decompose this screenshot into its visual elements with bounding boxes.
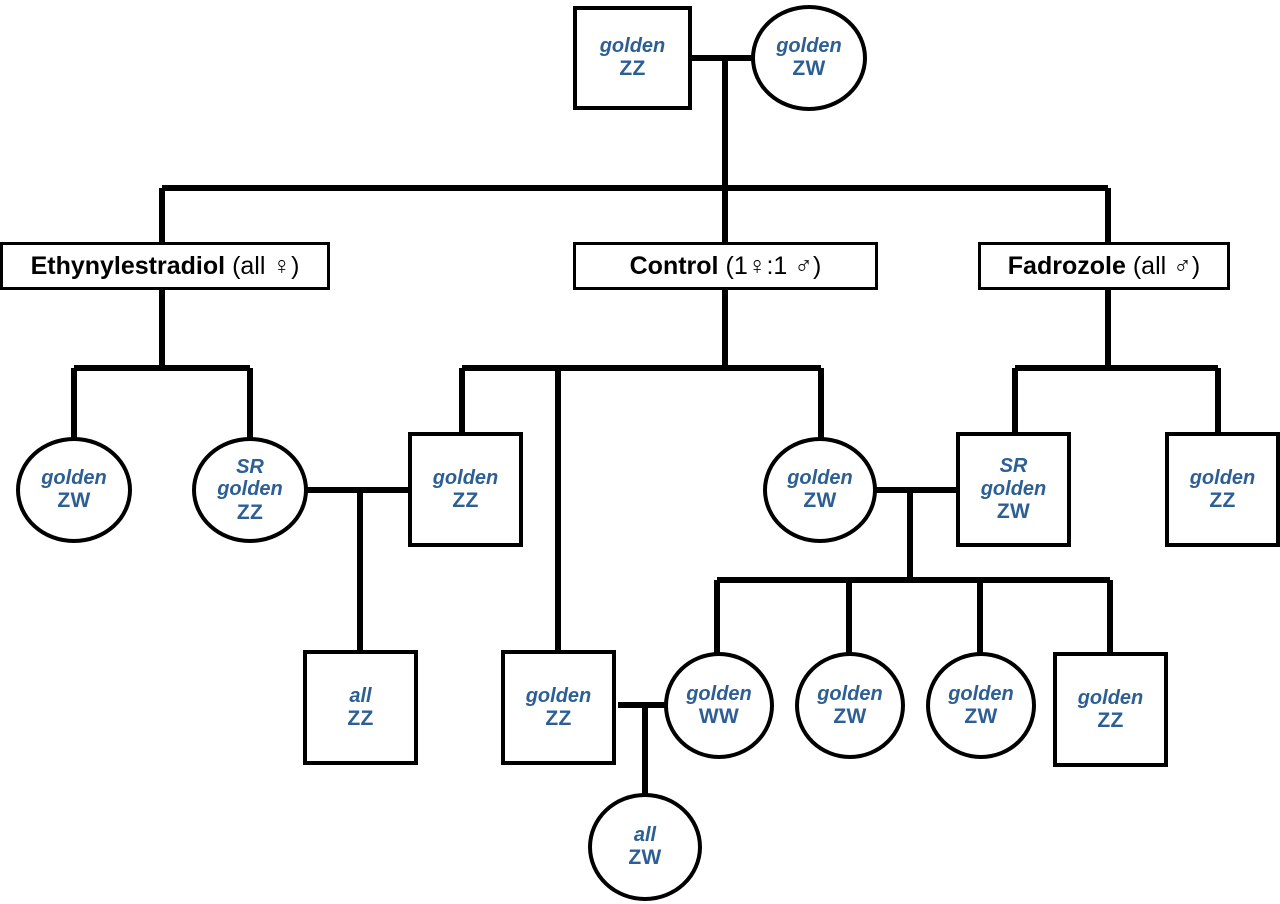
node-genotype: ZZ xyxy=(452,488,479,512)
offspring-node-ctl-3[interactable]: golden ZW xyxy=(763,437,877,543)
node-genotype: ZZ xyxy=(347,706,374,730)
treatment-group-ratio: (1♀:1 ♂) xyxy=(725,251,822,280)
treatment-group-name: Ethynylestradiol xyxy=(30,251,226,280)
node-tag: golden xyxy=(787,467,853,490)
node-genotype: ZW xyxy=(833,704,867,728)
g3-node-golden-zz-right[interactable]: golden ZZ xyxy=(1053,652,1168,767)
node-tag: all xyxy=(349,684,372,707)
node-tag: golden xyxy=(686,682,752,705)
node-tag: golden xyxy=(217,478,283,501)
node-tag: golden xyxy=(948,682,1014,705)
offspring-node-fad-1[interactable]: SR golden ZW xyxy=(956,432,1071,547)
treatment-group-ratio: (all ♂) xyxy=(1132,251,1201,280)
node-tag: golden xyxy=(41,467,107,490)
node-genotype: ZZ xyxy=(236,500,264,524)
offspring-node-ee2-2[interactable]: SR golden ZZ xyxy=(192,437,308,543)
node-genotype: ZW xyxy=(996,500,1031,524)
treatment-group-ethynylestradiol[interactable]: Ethynylestradiol (all ♀) xyxy=(0,242,330,290)
node-genotype: ZW xyxy=(964,704,998,728)
node-genotype: ZW xyxy=(57,489,91,513)
node-genotype: ZZ xyxy=(1209,488,1236,512)
node-tag: golden xyxy=(776,35,842,58)
node-genotype: ZZ xyxy=(619,57,646,81)
founder-sire-node[interactable]: golden ZZ xyxy=(573,6,692,110)
node-tag: golden xyxy=(980,477,1047,500)
node-genotype: ZZ xyxy=(545,706,572,730)
g3-node-golden-zz-left[interactable]: golden ZZ xyxy=(501,650,616,765)
offspring-node-ee2-1[interactable]: golden ZW xyxy=(16,437,132,543)
treatment-group-name: Fadrozole xyxy=(1007,251,1126,280)
node-tag: golden xyxy=(599,35,666,58)
g3-node-golden-zw-2[interactable]: golden ZW xyxy=(926,652,1036,759)
offspring-node-ctl-1[interactable]: golden ZZ xyxy=(408,432,523,547)
treatment-group-control[interactable]: Control (1♀:1 ♂) xyxy=(573,242,878,290)
node-genotype: ZZ xyxy=(1097,708,1124,732)
treatment-group-ratio: (all ♀) xyxy=(232,251,300,280)
node-tag: golden xyxy=(1077,686,1144,709)
g3-node-golden-zw-1[interactable]: golden ZW xyxy=(795,652,905,759)
node-genotype: ZW xyxy=(803,489,837,513)
node-prefix: SR xyxy=(999,455,1028,478)
node-tag: golden xyxy=(817,682,883,705)
node-tag: golden xyxy=(525,684,592,707)
g3-node-all-zz[interactable]: all ZZ xyxy=(303,650,418,765)
treatment-group-fadrozole[interactable]: Fadrozole (all ♂) xyxy=(978,242,1230,290)
node-genotype: ZW xyxy=(792,57,826,81)
node-tag: golden xyxy=(432,466,499,489)
node-genotype: WW xyxy=(698,704,740,728)
node-tag: all xyxy=(633,824,657,847)
node-prefix: SR xyxy=(236,455,264,478)
g4-node-all-zw[interactable]: all ZW xyxy=(588,793,702,901)
founder-dam-node[interactable]: golden ZW xyxy=(751,5,867,111)
treatment-group-name: Control xyxy=(629,251,719,280)
offspring-node-fad-2[interactable]: golden ZZ xyxy=(1165,432,1280,547)
node-tag: golden xyxy=(1189,466,1256,489)
g3-node-golden-ww[interactable]: golden WW xyxy=(664,652,774,759)
node-genotype: ZW xyxy=(628,846,662,870)
